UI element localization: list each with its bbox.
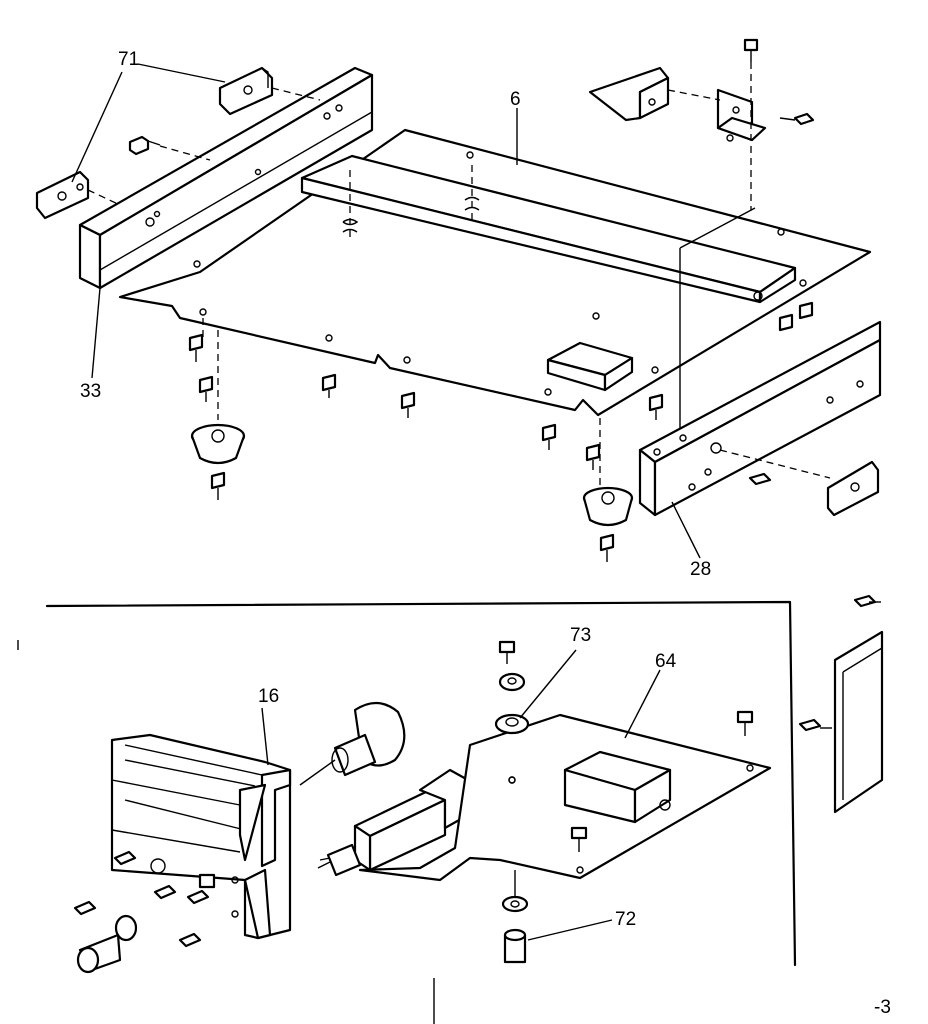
standoff-73 — [494, 640, 530, 784]
callout-72: 72 — [615, 909, 637, 930]
callout-73: 73 — [570, 625, 592, 646]
plate-rail — [300, 154, 797, 304]
front-screws — [73, 850, 210, 974]
callout-64: 64 — [655, 651, 677, 672]
base-plate — [118, 128, 872, 417]
front-panel — [110, 733, 292, 940]
top-right-bracket — [588, 38, 815, 142]
callout-28: 28 — [690, 559, 712, 580]
side-rail — [638, 320, 882, 517]
callout-6: 6 — [510, 89, 521, 110]
right-side-panel — [798, 594, 884, 814]
front-bar — [78, 66, 374, 290]
page-marker: -3 — [874, 997, 891, 1018]
leader-73 — [519, 649, 577, 719]
leader-72 — [527, 919, 613, 941]
standoff-72 — [501, 895, 529, 964]
leader-71b — [71, 71, 123, 183]
leader-33 — [91, 287, 101, 379]
section-frame — [45, 600, 797, 967]
knob — [331, 701, 406, 777]
leader-16 — [261, 707, 269, 766]
screw-left — [128, 135, 161, 156]
callout-71: 71 — [118, 49, 140, 70]
plate-holes — [193, 151, 807, 396]
pcb-screws — [570, 710, 754, 852]
leader-64 — [624, 669, 661, 739]
rubber-foot-left — [190, 423, 246, 500]
callout-16: 16 — [258, 686, 280, 707]
callout-33: 33 — [80, 381, 102, 402]
screws-under-plate — [188, 301, 814, 470]
bracket-71-lower — [35, 170, 90, 220]
switch-block — [317, 768, 470, 877]
pcb-module — [563, 750, 672, 824]
block — [546, 341, 634, 392]
rubber-foot-right — [582, 486, 634, 562]
bracket-71-upper — [218, 66, 274, 116]
leader-28 — [671, 501, 701, 559]
leader-71a — [137, 63, 226, 83]
